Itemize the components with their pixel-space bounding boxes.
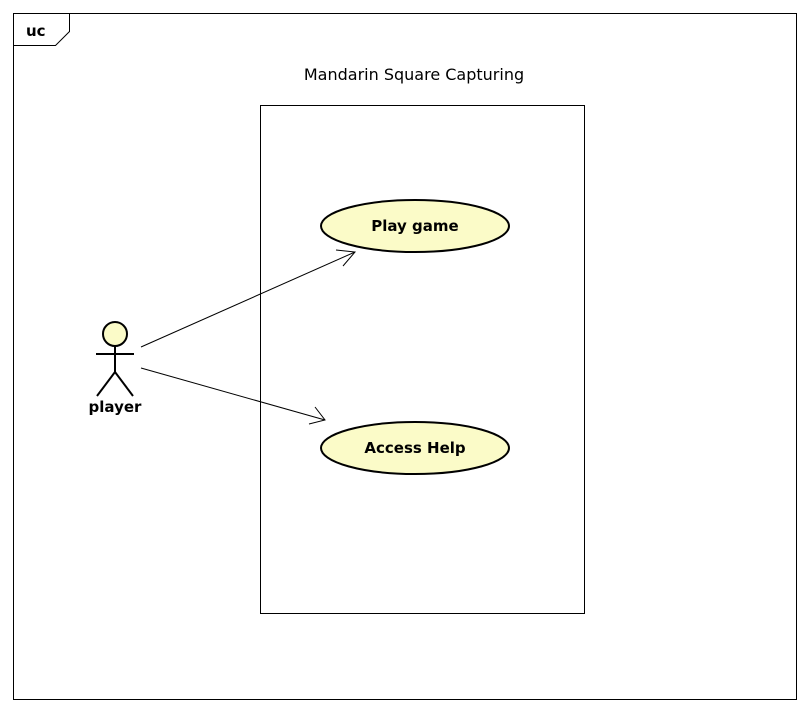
frame-tag-pentagon: [13, 13, 70, 46]
use-case-label: Access Help: [364, 439, 466, 457]
association-access-help[interactable]: [140, 367, 326, 421]
arrowhead-access-help: [308, 406, 326, 425]
stick-figure-icon: [96, 321, 134, 397]
actor-label: player: [89, 398, 142, 416]
associations: [140, 249, 356, 425]
system-boundary-box: [260, 105, 585, 614]
association-play-game[interactable]: [140, 251, 356, 348]
diagram-frame: uc: [13, 13, 797, 700]
use-case-access-help[interactable]: Access Help: [320, 421, 510, 475]
use-case-ellipse: [320, 199, 510, 253]
use-case-label: Play game: [371, 217, 458, 235]
actor-head: [102, 321, 128, 347]
frame-tag-label: uc: [26, 22, 46, 40]
system-boundary: Mandarin Square Capturing: [260, 65, 585, 614]
actor-player[interactable]: player: [89, 321, 142, 416]
use-case-play-game[interactable]: Play game: [320, 199, 510, 253]
use-case-ellipse: [320, 421, 510, 475]
system-title: Mandarin Square Capturing: [304, 65, 524, 84]
arrowhead-play-game: [335, 249, 356, 267]
